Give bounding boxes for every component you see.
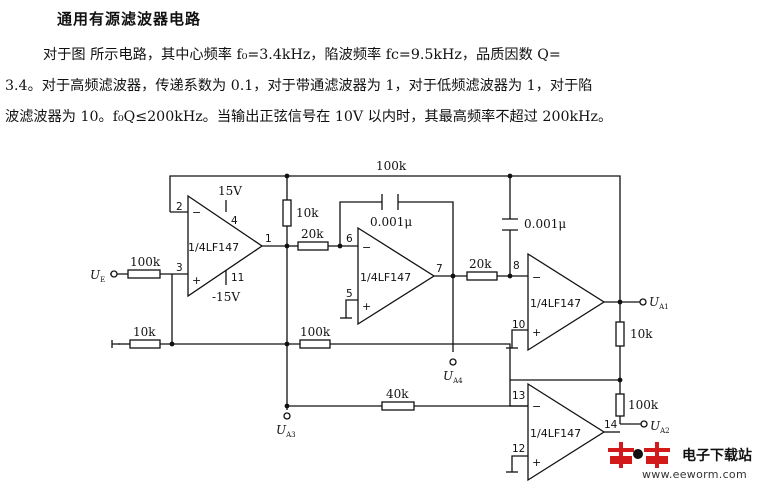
bug-logo-icon (608, 442, 670, 468)
svg-text:6: 6 (346, 233, 353, 245)
junction-dots (169, 173, 623, 409)
label-r-input: 100k (130, 255, 161, 269)
site-watermark: 电子下载站 www.eeworm.com (600, 440, 763, 484)
label-c1: 0.001μ (370, 215, 412, 229)
opamp-u2-label: 1/4LF147 (360, 271, 411, 284)
paragraph-line-3: 波滤波器为 10。f₀Q≤200kHz。当输出正弦信号在 10V 以内时，其最高… (5, 109, 613, 125)
svg-text:2: 2 (176, 201, 183, 213)
label-r-int2: 20k (469, 257, 492, 271)
paragraph-line-1: 对于图 所示电路，其中心频率 f₀=3.4kHz，陷波频率 fc=9.5kHz，… (43, 47, 561, 63)
resistor-20k-b (466, 271, 498, 281)
output-a3-label: UA3 (276, 423, 296, 439)
svg-text:12: 12 (512, 443, 525, 455)
svg-text:−: − (532, 400, 541, 413)
opamp-u3-label: 1/4LF147 (530, 297, 581, 310)
svg-text:5: 5 (346, 288, 353, 300)
resistor-vertical-10k (282, 199, 292, 227)
filter-circuit-diagram: 1/4LF147 − + 1/4LF147 − + 1/4LF147 − + 1… (90, 159, 670, 482)
svg-text:3: 3 (176, 262, 183, 274)
output-a2-label: UA2 (650, 419, 670, 435)
label-r-top-feedback: 100k (376, 159, 407, 173)
output-a4-label: UA4 (443, 369, 463, 385)
opamp-u4: 1/4LF147 − + (527, 382, 620, 482)
label-r-bottom-left: 10k (133, 325, 156, 339)
svg-text:11: 11 (231, 272, 244, 284)
label-supply-pos: 15V (218, 184, 242, 198)
svg-text:10: 10 (512, 319, 525, 331)
label-r-bottom-mid: 100k (300, 325, 331, 339)
svg-text:8: 8 (513, 260, 520, 272)
svg-text:+: + (532, 326, 541, 339)
opamp-u1-label: 1/4LF147 (188, 241, 239, 254)
opamp-u2: 1/4LF147 − + (357, 226, 436, 326)
pin-numbers: 2 3 4 11 1 6 5 7 8 10 13 12 14 (176, 201, 618, 455)
input-label: UE (90, 268, 105, 284)
output-a1-label: UA1 (649, 295, 669, 311)
signal-labels: UE UA1 UA4 UA3 UA2 (90, 268, 670, 439)
description-paragraph: 对于图 所示电路，其中心频率 f₀=3.4kHz，陷波频率 fc=9.5kHz，… (5, 40, 757, 133)
capacitors (381, 194, 518, 231)
circuit-wires (110, 175, 642, 472)
watermark-url: www.eeworm.com (642, 468, 747, 481)
svg-text:+: + (532, 456, 541, 469)
resistor-bottom-100k (299, 339, 331, 349)
label-supply-neg: -15V (212, 290, 240, 304)
label-c2: 0.001μ (524, 217, 566, 231)
svg-text:−: − (362, 241, 371, 254)
component-labels: 100k 15V -15V 10k 20k 100k 0.001μ 0.001μ… (130, 159, 659, 412)
watermark-name: 电子下载站 (682, 448, 752, 464)
svg-text:+: + (362, 300, 371, 313)
svg-text:4: 4 (231, 215, 238, 227)
resistor-a2-100k (615, 393, 625, 417)
page-title: 通用有源滤波器电路 (57, 10, 202, 28)
svg-text:14: 14 (604, 419, 618, 431)
svg-text:+: + (192, 274, 201, 287)
opamp-u3: 1/4LF147 − + (527, 252, 606, 352)
svg-text:7: 7 (436, 263, 443, 275)
resistor-bottom-10k (129, 339, 161, 349)
paragraph-line-2: 3.4。对于高频滤波器，传递系数为 0.1，对于带通滤波器为 1，对于低频滤波器… (5, 78, 593, 94)
label-r-vertical: 10k (296, 206, 319, 220)
terminals (110, 270, 648, 428)
opamp-u4-label: 1/4LF147 (530, 427, 581, 440)
label-r-a1: 10k (630, 327, 653, 341)
svg-text:−: − (192, 206, 201, 219)
resistor-input (127, 269, 161, 279)
label-r-a2-feedback: 100k (628, 398, 659, 412)
svg-text:1: 1 (265, 233, 272, 245)
opamp-u1: 1/4LF147 − + (187, 194, 264, 298)
svg-text:−: − (532, 271, 541, 284)
resistor-a1-10k (615, 321, 625, 347)
resistor-40k (381, 401, 415, 411)
resistors (127, 199, 625, 417)
label-r-a3: 40k (386, 387, 409, 401)
ground-symbols (111, 317, 518, 473)
svg-text:13: 13 (512, 390, 525, 402)
label-r-int1: 20k (301, 227, 324, 241)
resistor-20k-a (297, 241, 329, 251)
